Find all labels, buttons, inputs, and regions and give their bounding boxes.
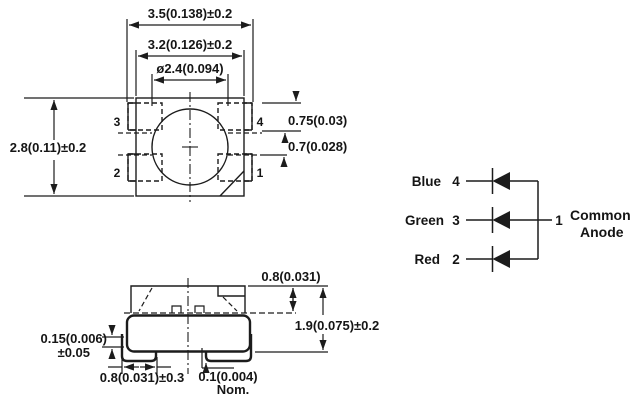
ext-lines-outer-width (126, 19, 254, 102)
side-view (120, 278, 296, 374)
ext-lines-body-height (24, 97, 134, 197)
hidden-edges (118, 132, 262, 156)
pin-3-label: 3 (114, 115, 121, 129)
label-pin2: 2 (452, 252, 460, 267)
label-common: Common (570, 207, 631, 223)
top-view-dimensions (24, 19, 301, 197)
diode-triangle-blue (492, 172, 510, 190)
schematic-labels: Blue 4 Green 3 Red 2 1 Common Anode (405, 174, 631, 267)
label-anode: Anode (580, 224, 624, 240)
dim-lead-nom-suffix: Nom. (217, 382, 250, 397)
side-view-dimensions (102, 285, 328, 374)
pin1-chamfer-marker (219, 170, 245, 197)
dim-top-height: 0.8(0.031) (261, 269, 320, 284)
pad-2 (127, 153, 163, 182)
ext-lines-lens (151, 74, 229, 106)
pin-1-label: 1 (257, 166, 264, 180)
dim-body-width: 3.2(0.126)±0.2 (148, 37, 232, 52)
label-pin3: 3 (452, 213, 460, 228)
dim-outer-width: 3.5(0.138)±0.2 (148, 6, 232, 21)
label-red: Red (414, 252, 440, 267)
diode-red (466, 246, 538, 272)
label-blue: Blue (412, 174, 442, 189)
lead-tabs (127, 102, 253, 182)
dim-pad-height: 0.75(0.03) (288, 113, 347, 128)
top-view-pin-labels: 3 2 4 1 (114, 115, 264, 180)
diode-triangle-green (492, 211, 510, 229)
lead-right (204, 334, 253, 363)
ext-standoff (102, 336, 124, 348)
pad-1 (217, 153, 253, 182)
ext-lines-body-width (135, 50, 245, 96)
label-green: Green (405, 213, 444, 228)
pad-3 (127, 102, 163, 131)
side-view-dimension-labels: 0.8(0.031) 1.9(0.075)±0.2 0.15(0.006) ±0… (41, 269, 380, 397)
pin-2-label: 2 (114, 166, 121, 180)
diode-triangle-red (492, 250, 510, 268)
pin-4-label: 4 (257, 115, 264, 129)
ext-lines-pads (262, 102, 301, 156)
label-pin4: 4 (452, 174, 460, 189)
corner-notch (217, 286, 245, 297)
dim-body-height: 2.8(0.11)±0.2 (10, 140, 87, 155)
ext-lead-width (108, 357, 171, 374)
diode-green (466, 207, 552, 233)
die-features (171, 305, 205, 313)
schematic (466, 168, 552, 272)
top-view-dimension-labels: 3.5(0.138)±0.2 3.2(0.126)±0.2 ø2.4(0.094… (10, 6, 348, 155)
dim-lead-nom: 0.1(0.004) (198, 369, 257, 384)
dim-lead-width: 0.8(0.031)±0.3 (100, 370, 184, 385)
dim-lens-diameter: ø2.4(0.094) (156, 61, 223, 76)
pad-4 (217, 102, 253, 131)
reflector-cup-hidden-edges (138, 287, 238, 312)
label-pin1: 1 (555, 213, 563, 228)
dim-pad-gap: 0.7(0.028) (288, 139, 347, 154)
dim-total-height: 1.9(0.075)±0.2 (295, 318, 379, 333)
diode-blue (466, 168, 538, 194)
dim-standoff-tol: ±0.05 (58, 345, 90, 360)
top-view (118, 92, 262, 202)
dim-standoff-value: 0.15(0.006) (41, 331, 108, 346)
